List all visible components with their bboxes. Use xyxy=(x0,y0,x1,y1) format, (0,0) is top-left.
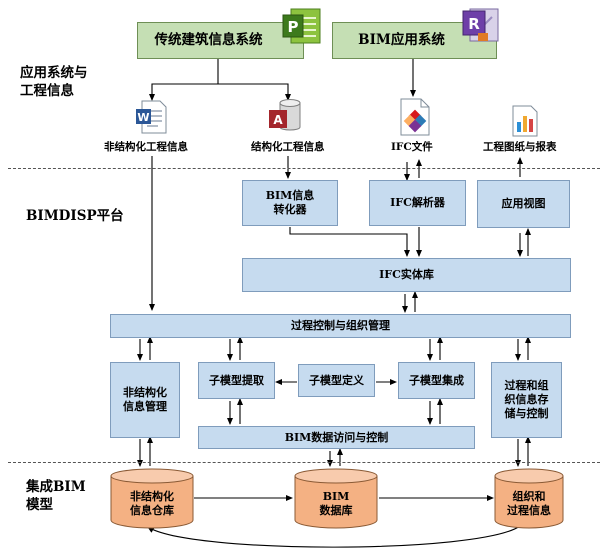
app-view-box: 应用视图 xyxy=(477,180,570,228)
bim-data-access-label: BIM数据访问与控制 xyxy=(284,430,389,444)
bim-converter-box: BIM信息 转化器 xyxy=(242,180,338,226)
layer-separator-bottom xyxy=(8,462,600,463)
ifc-parser-label: IFC解析器 xyxy=(390,196,445,210)
ifc-file-icon xyxy=(398,97,432,137)
submodel-extract-label: 子模型提取 xyxy=(209,373,264,387)
structured-info-label: 结构化工程信息 xyxy=(251,141,325,153)
database-icon: A xyxy=(266,97,306,137)
bim-db-label: BIM 数据库 xyxy=(319,490,353,517)
project-logo-icon: P xyxy=(281,6,323,48)
bim-data-access-box: BIM数据访问与控制 xyxy=(198,426,475,449)
submodel-integrate-box: 子模型集成 xyxy=(398,362,475,399)
layer-separator-top xyxy=(8,168,600,169)
unstructured-repo-label: 非结构化 信息仓库 xyxy=(130,490,174,517)
app-view-label: 应用视图 xyxy=(501,197,546,211)
ifc-entity-lib-box: IFC实体库 xyxy=(242,258,571,292)
svg-text:R: R xyxy=(468,15,480,33)
label-integrated-model: 集成BIM 模型 xyxy=(26,479,86,514)
submodel-integrate-label: 子模型集成 xyxy=(409,373,464,387)
submodel-define-box: 子模型定义 xyxy=(298,364,375,397)
svg-text:W: W xyxy=(137,111,149,124)
drawings-label: 工程图纸与报表 xyxy=(483,141,557,153)
unstructured-info-label: 非结构化工程信息 xyxy=(104,141,188,153)
process-control-box: 过程控制与组织管理 xyxy=(110,314,571,338)
svg-text:P: P xyxy=(288,18,299,36)
ifc-entity-lib-label: IFC实体库 xyxy=(379,268,434,282)
submodel-extract-box: 子模型提取 xyxy=(198,362,275,399)
bim-converter-label: BIM信息 转化器 xyxy=(265,189,315,216)
construction-system-label: 传统建筑信息系统 xyxy=(154,32,263,49)
revit-logo-icon: R xyxy=(462,5,502,47)
ifc-parser-box: IFC解析器 xyxy=(369,180,466,226)
svg-text:A: A xyxy=(273,113,283,127)
construction-system-box: 传统建筑信息系统 xyxy=(137,22,304,59)
unstructured-mgmt-box: 非结构化 信息管理 xyxy=(110,362,180,438)
label-platform: BIMDISP平台 xyxy=(26,208,124,224)
unstructured-repo-cylinder: 非结构化 信息仓库 xyxy=(110,468,194,530)
unstructured-mgmt-label: 非结构化 信息管理 xyxy=(123,386,167,413)
bim-system-label: BIM应用系统 xyxy=(358,32,445,49)
ifc-file-label: IFC文件 xyxy=(391,141,433,153)
word-document-icon: W xyxy=(134,99,170,135)
org-process-info-cylinder: 组织和 过程信息 xyxy=(494,468,564,530)
bim-db-cylinder: BIM 数据库 xyxy=(294,468,378,530)
process-org-storage-label: 过程和组 织信息存 储与控制 xyxy=(504,379,549,420)
process-control-label: 过程控制与组织管理 xyxy=(291,319,390,333)
org-process-info-label: 组织和 过程信息 xyxy=(507,490,551,517)
process-org-storage-box: 过程和组 织信息存 储与控制 xyxy=(491,362,562,438)
label-app-systems: 应用系统与 工程信息 xyxy=(20,65,88,100)
report-chart-icon xyxy=(511,104,539,138)
submodel-define-label: 子模型定义 xyxy=(309,373,364,387)
